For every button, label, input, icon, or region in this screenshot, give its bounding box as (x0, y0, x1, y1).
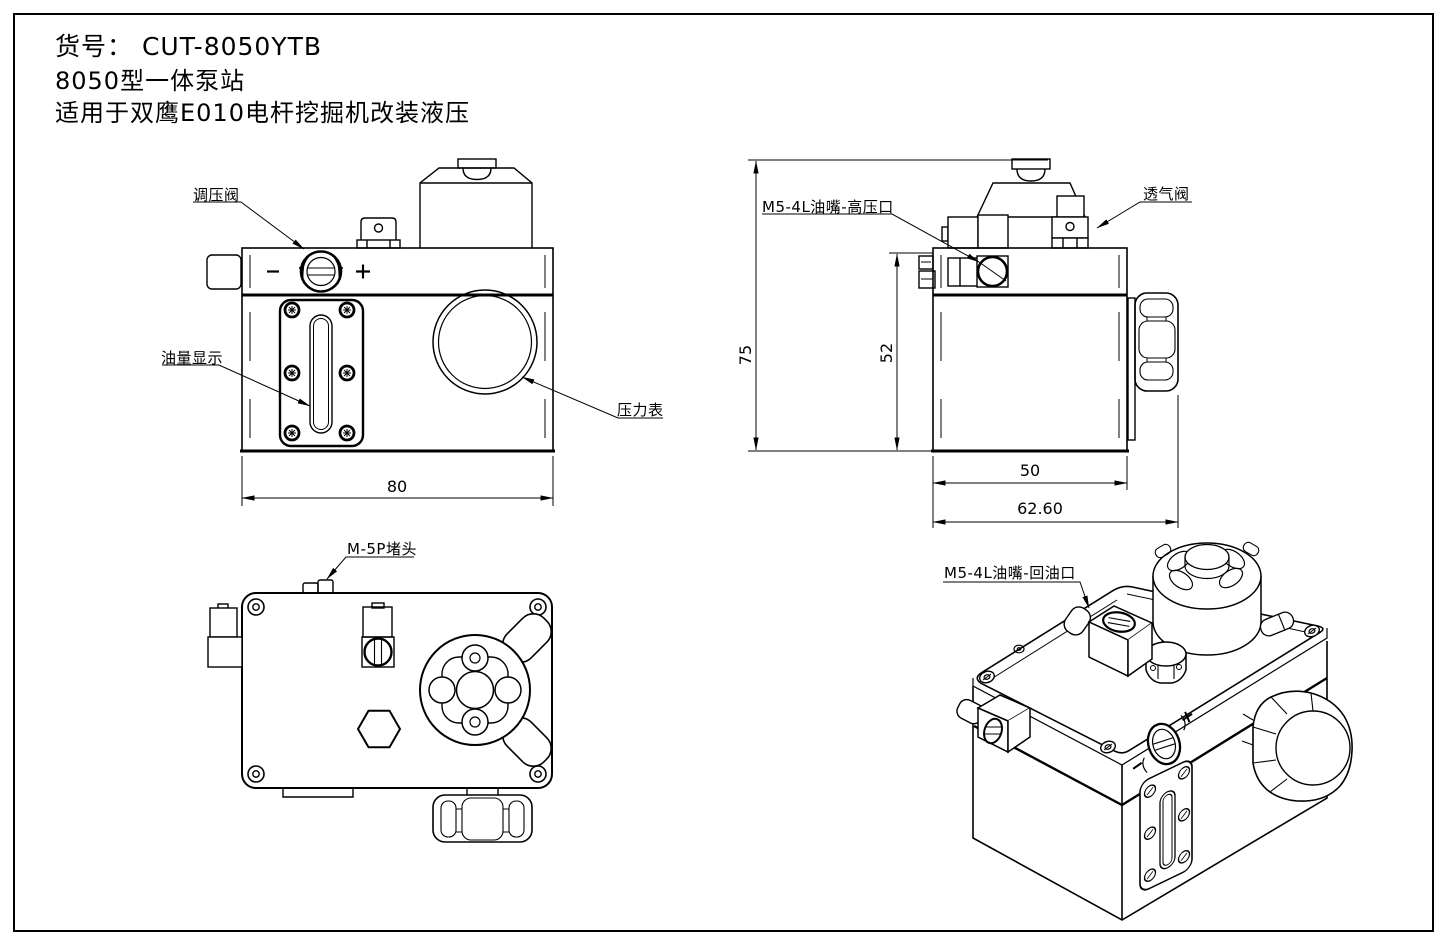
iso-top-face (976, 585, 1324, 754)
iso-knurled-knob (1241, 690, 1353, 802)
iso-minus-mark (1132, 761, 1143, 770)
iso-hex-plug (1145, 641, 1187, 684)
dim-62-60-text: 62.60 (1017, 499, 1063, 518)
side-dims (748, 159, 1179, 528)
title-item-number: 货号： CUT-8050YTB (55, 32, 323, 61)
pressure-gauge-label: 压力表 (617, 401, 664, 419)
m5p-plug-label: M-5P堵头 (347, 540, 417, 558)
side-knob (1127, 292, 1179, 441)
iso-return-port (1063, 605, 1154, 678)
plus-mark (356, 264, 370, 279)
hp-port-side (947, 255, 1009, 288)
top-view-drawing (207, 556, 553, 843)
side-view-drawing (748, 158, 1192, 528)
elbow-fitting-side (941, 214, 1009, 249)
left-connector-front (206, 254, 242, 290)
iso-leader (943, 581, 1090, 609)
sight-glass-front (278, 298, 365, 448)
dim-50-text: 50 (1019, 461, 1041, 480)
dim-80 (241, 456, 554, 506)
sheet-border (13, 13, 1434, 932)
motor-housing-front (419, 158, 533, 248)
bottom-knob-top (282, 788, 533, 843)
title-application: 适用于双鹰E010电杆挖掘机改装液压 (55, 99, 470, 127)
breather-valve-label: 透气阀 (1143, 185, 1190, 203)
side-leaders (762, 201, 1192, 282)
dim-75-text: 75 (736, 344, 755, 366)
left-connector-top (207, 603, 243, 668)
top-leader (326, 556, 414, 580)
breather-valve-side (1051, 195, 1089, 249)
hp-port-label: M5-4L油嘴-高压口 (762, 198, 894, 216)
iso-edge-tab (1259, 611, 1295, 637)
iso-view-drawing (943, 541, 1353, 921)
left-clips-side (918, 255, 936, 289)
regulator-knob-front (267, 250, 370, 293)
iso-sight-glass (1139, 760, 1193, 891)
return-port-label: M5-4L油嘴-回油口 (944, 564, 1076, 582)
oil-level-label: 油量显示 (161, 349, 224, 367)
front-leaders (162, 201, 663, 419)
hex-plug-top (357, 709, 401, 749)
iso-motor-cylinder (1152, 541, 1262, 656)
dim-52-text: 52 (877, 342, 896, 364)
motor-mount-top (419, 613, 552, 767)
pressure-gauge-front (432, 289, 538, 395)
center-valve-top (361, 602, 395, 668)
front-view-drawing (162, 158, 663, 506)
iso-regulator-knob (1132, 711, 1193, 774)
iso-left-connector (956, 694, 1032, 754)
title-model: 8050型一体泵站 (55, 67, 246, 95)
m5p-plug-top (302, 579, 334, 594)
dim-80-text: 80 (386, 477, 408, 496)
top-fitting-front (356, 217, 401, 249)
regulator-valve-label: 调压阀 (193, 186, 240, 204)
